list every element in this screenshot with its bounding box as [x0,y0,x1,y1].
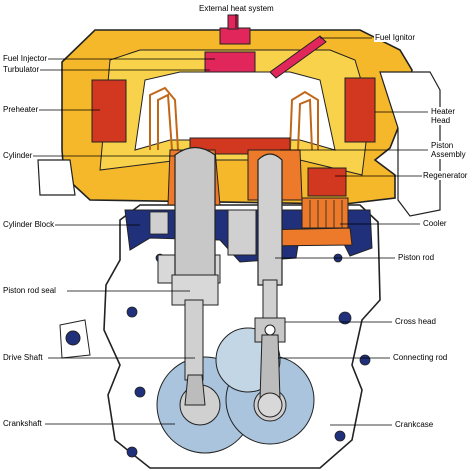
label-connecting-rod: Connecting rod [392,353,449,362]
label-fuel-ignitor: Fuel Ignitor [374,33,417,42]
bolt [338,311,352,325]
fuel-injector [219,27,251,45]
piston-left [174,146,216,291]
label-crankcase: Crankcase [394,420,435,429]
heater-tube [149,86,179,151]
heater-tube [297,98,313,151]
label-piston-assembly: Piston Assembly [430,141,472,159]
label-piston-rod-seal: Piston rod seal [2,286,57,295]
crosshead-pin [264,324,276,336]
label-cylinder: Cylinder [2,151,34,160]
right-flange [379,71,441,217]
label-piston-rod: Piston rod [397,253,436,262]
label-cylinder-block: Cylinder Block [2,220,56,229]
connecting-rod [259,334,281,401]
block-cavity [227,209,257,256]
preheater-right [344,77,376,143]
fuel-ignitor [269,35,327,79]
label-crankshaft: Crankshaft [2,419,43,428]
side-lug-bolt [65,330,81,346]
heater-tube [157,93,173,151]
label-cooler: Cooler [422,219,448,228]
label-regenerator: Regenerator [422,171,469,180]
label-turbulator: Turbulator [2,65,41,74]
bolt [334,430,346,442]
conrod-big-end [257,392,283,418]
connecting-rod-left [184,374,206,406]
bolt [126,306,138,318]
cooler [301,197,349,229]
label-external-heat-system: External heat system [198,4,275,13]
bolt [359,354,371,366]
piston-rod-left [184,299,204,381]
preheater-left [91,79,127,143]
fuel-injector-base [204,51,256,73]
label-heater-head: Heater Head [430,107,470,125]
heater-tube [289,90,319,151]
fuel-injector-stem [227,14,239,30]
piston-right [257,153,283,286]
left-flange [37,159,76,196]
bolt [126,446,138,458]
regenerator [307,167,347,197]
label-fuel-injector: Fuel Injector [2,54,49,63]
label-preheater: Preheater [2,105,40,114]
block-cavity-2 [149,211,169,235]
label-drive-shaft: Drive Shaft [2,353,44,362]
bolt [134,386,146,398]
label-cross-head: Cross head [394,317,437,326]
